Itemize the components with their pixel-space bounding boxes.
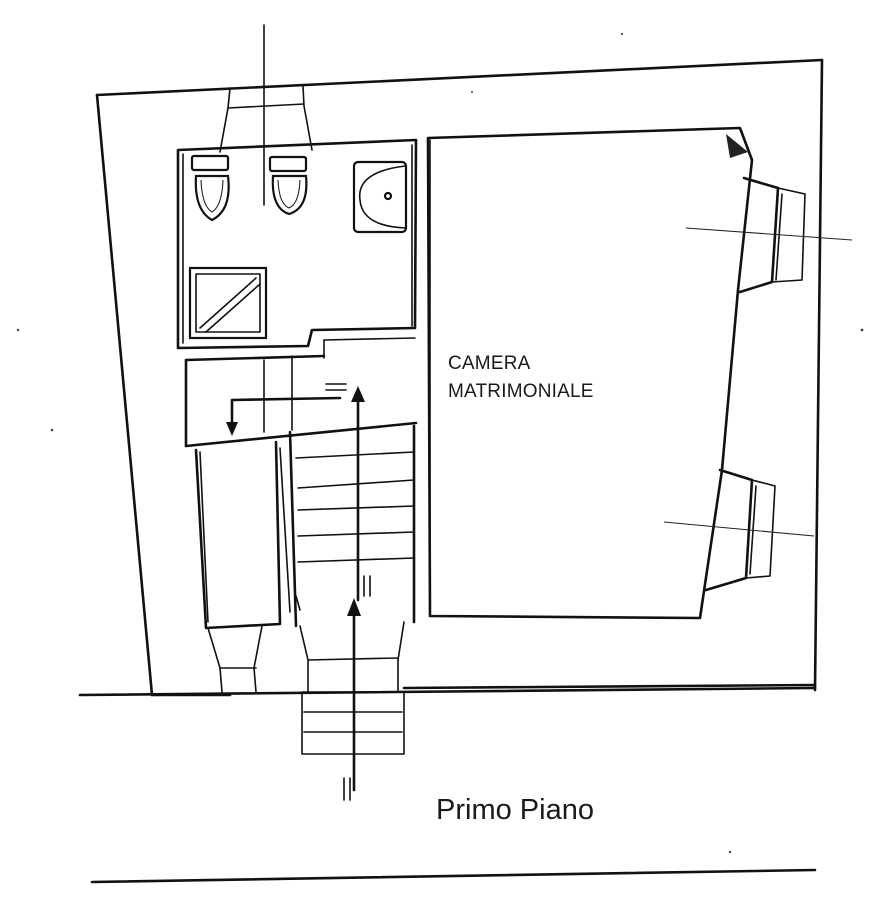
- street-line: [78, 686, 817, 697]
- top-vent: [219, 85, 313, 153]
- room-label-line1: CAMERA: [448, 353, 531, 374]
- shower-tray-icon: [188, 266, 268, 340]
- toilet-icon: [190, 154, 230, 222]
- speckles: [16, 32, 864, 854]
- sink-icon: [352, 160, 408, 234]
- bathroom: [176, 138, 418, 350]
- bottom-rule: [90, 868, 817, 884]
- outer-walls: [95, 58, 824, 697]
- cupboard: [194, 440, 291, 693]
- arrow-up-icon: [226, 383, 371, 801]
- window-lower: [663, 468, 815, 592]
- room-label-line2: MATRIMONIALE: [448, 381, 594, 402]
- room-label-bedroom: CAMERA MATRIMONIALE: [448, 350, 594, 406]
- hallway: [184, 337, 418, 448]
- toilet-icon: [268, 155, 308, 216]
- window-upper: [685, 176, 853, 294]
- staircase: [288, 424, 416, 693]
- bedroom: [426, 126, 754, 620]
- floor-title: Primo Piano: [436, 794, 594, 826]
